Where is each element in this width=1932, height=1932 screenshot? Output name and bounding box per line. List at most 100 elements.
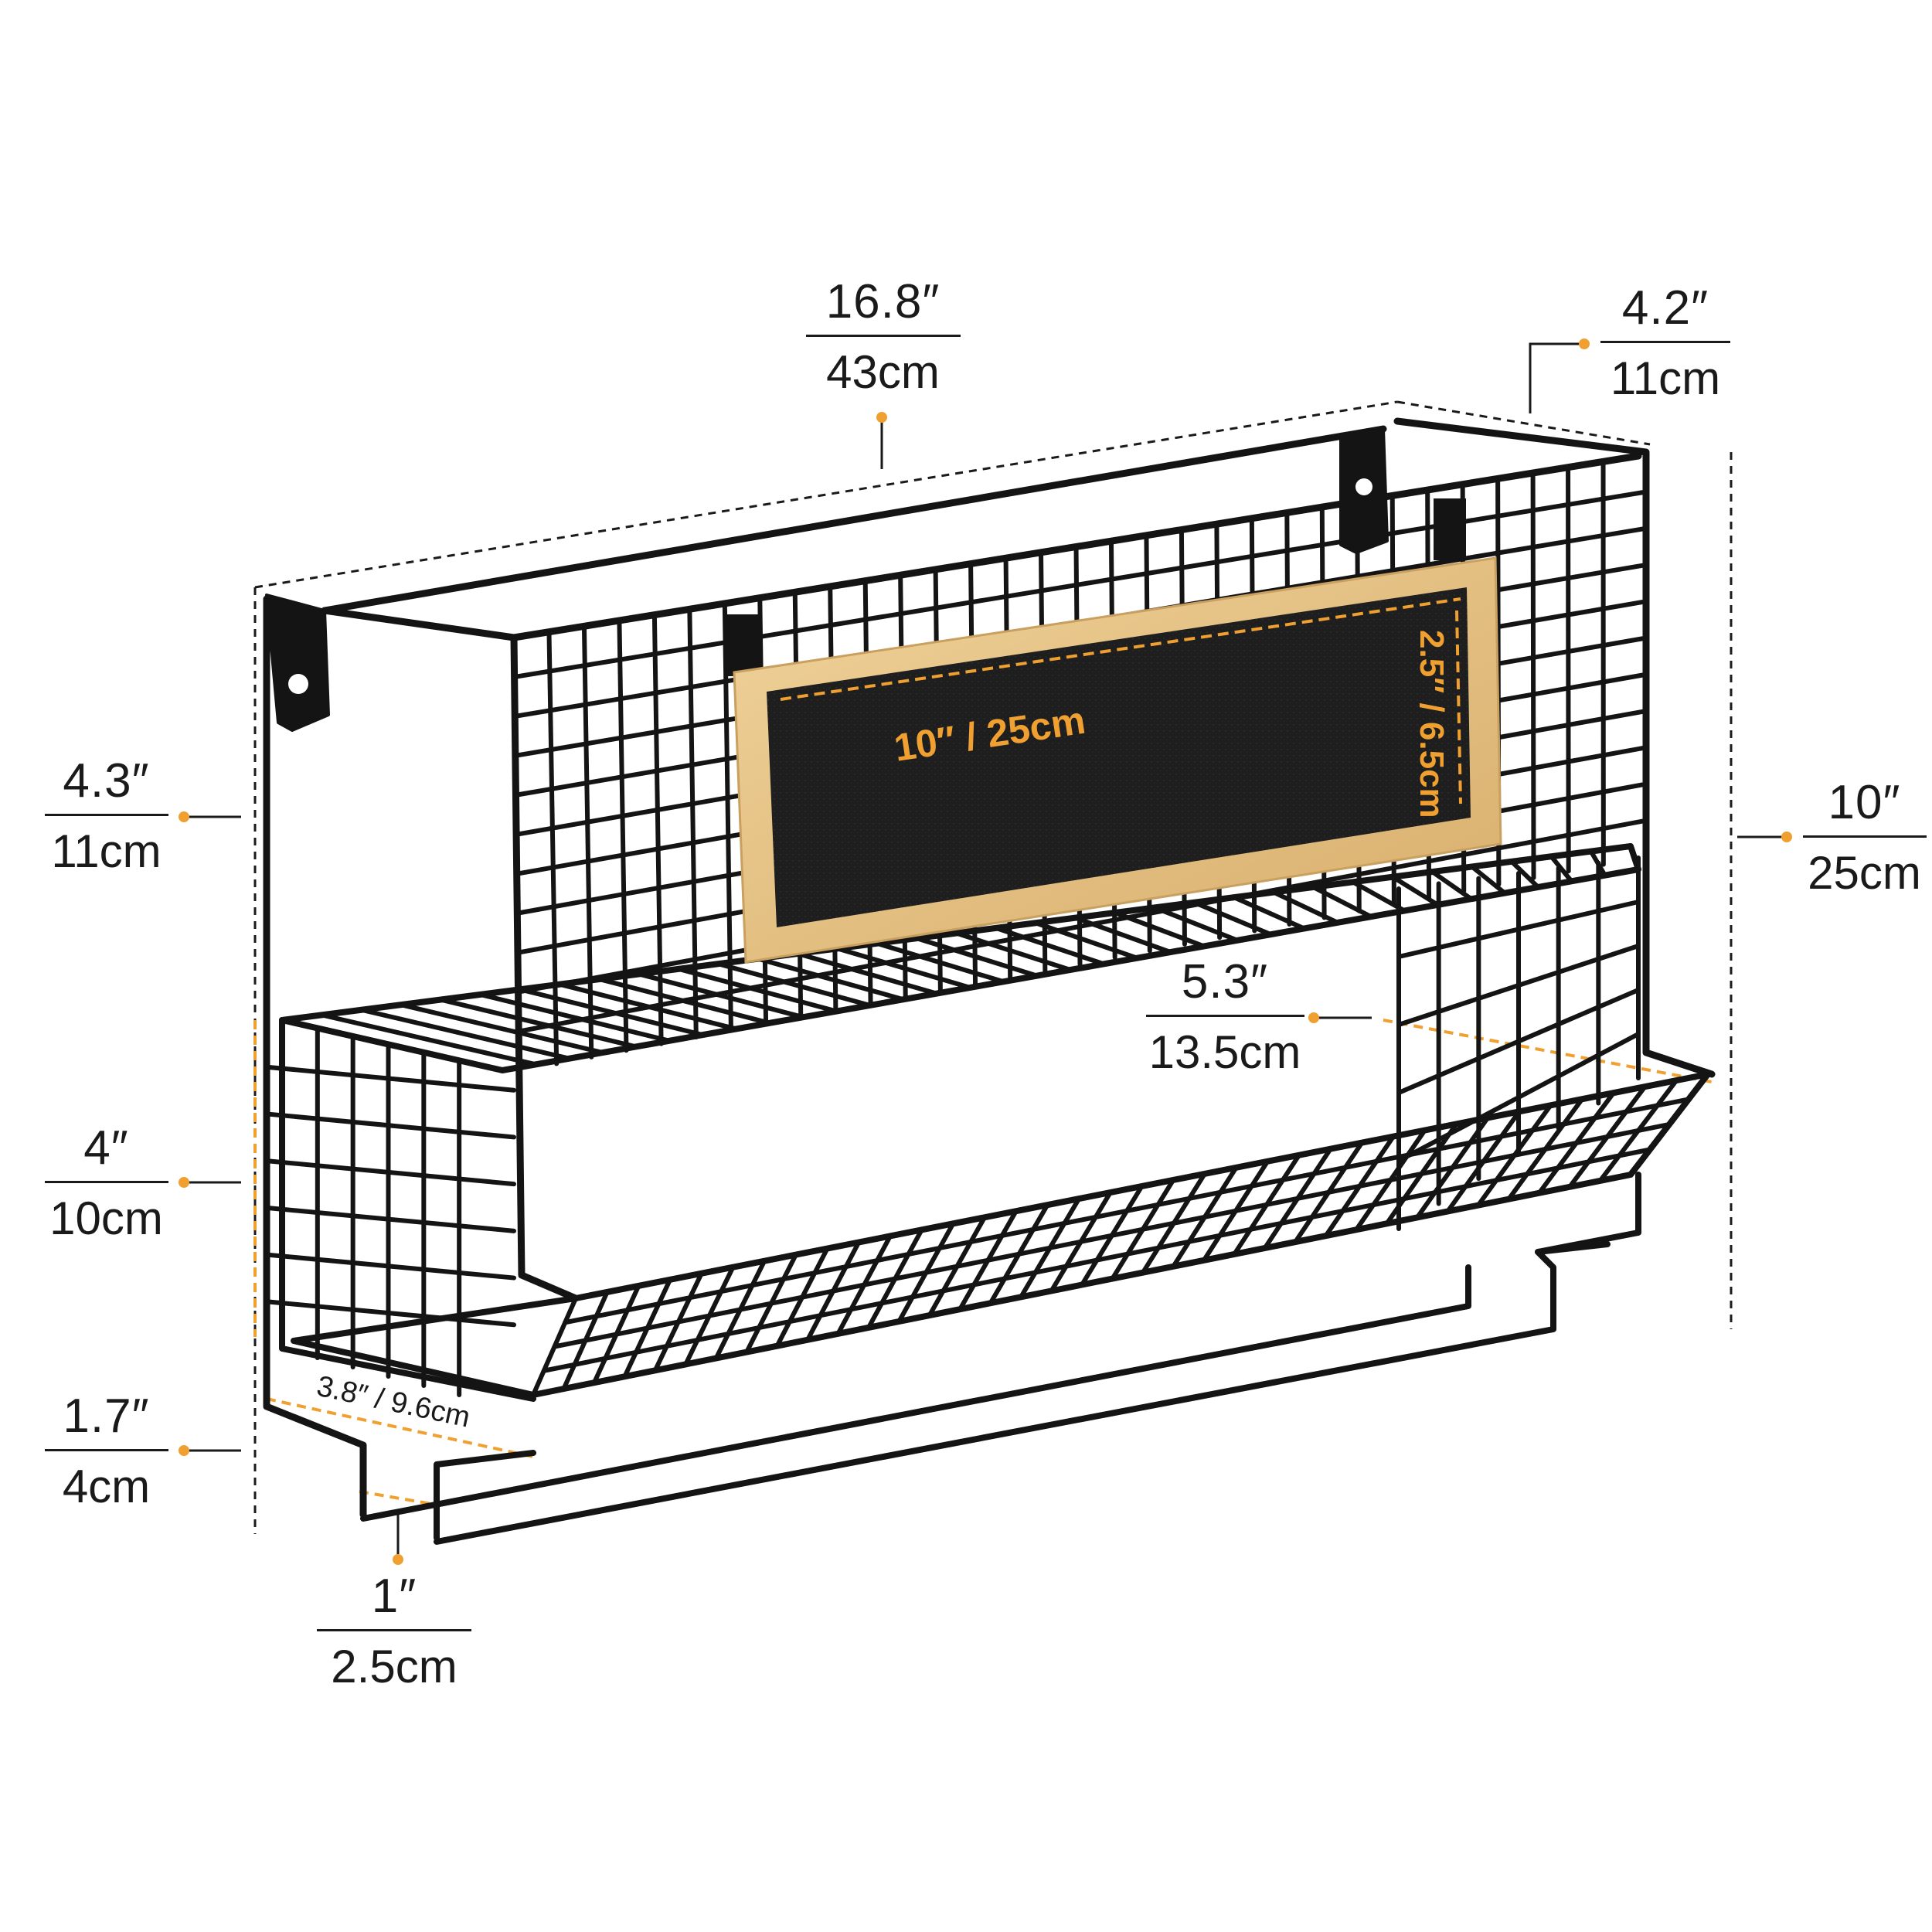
bar-gap-inch: 1″ bbox=[371, 1570, 417, 1623]
lower-shelf-cross-wire bbox=[541, 1147, 1652, 1373]
lower-back-horizontal-wire bbox=[1396, 1032, 1641, 1163]
lower-depth-divider bbox=[1145, 1015, 1304, 1017]
total-height-divider bbox=[1802, 835, 1927, 838]
upper-height-dimension: 4.3″ 11cm bbox=[43, 753, 170, 879]
towel-bar-bracket bbox=[1535, 1241, 1611, 1255]
label-clip-left bbox=[726, 614, 759, 676]
lower-height-inch: 4″ bbox=[83, 1121, 129, 1175]
depth-cm: 11cm bbox=[1610, 352, 1721, 404]
rack-left-rail bbox=[263, 595, 367, 1519]
upper-shelf-slat bbox=[1469, 864, 1508, 896]
lower-height-dot bbox=[179, 1177, 189, 1188]
bar-gap-divider bbox=[317, 1629, 471, 1631]
depth-guide-line bbox=[1396, 400, 1651, 446]
bar-gap-dot bbox=[393, 1554, 403, 1565]
lower-back-horizontal-wire bbox=[1396, 988, 1641, 1095]
upper-shelf-slat bbox=[795, 951, 940, 996]
upper-shelf-slat bbox=[755, 956, 906, 1002]
lower-depth-inch: 5.3″ bbox=[1181, 955, 1269, 1009]
lower-depth-cm: 13.5cm bbox=[1148, 1026, 1301, 1078]
towel-bar-left-arm bbox=[434, 1450, 536, 1541]
wire-rack bbox=[263, 417, 1716, 1545]
lower-side-horizontal-wire bbox=[264, 1252, 516, 1281]
upper-height-dot bbox=[179, 811, 189, 822]
lower-back-horizontal-wire bbox=[1396, 944, 1641, 1027]
accent-dots bbox=[179, 338, 1792, 1565]
upper-height-inch: 4.3″ bbox=[63, 754, 150, 808]
rack-right-rail bbox=[1393, 417, 1716, 1078]
total-height-inch: 10″ bbox=[1828, 776, 1901, 829]
upper-shelf-slat bbox=[676, 966, 839, 1014]
rack-upper-side-front bbox=[321, 607, 580, 1302]
bar-drop-cm: 4cm bbox=[62, 1461, 151, 1512]
lower-basket-left-frame bbox=[279, 1017, 536, 1402]
lower-shelf-slats bbox=[531, 1072, 1710, 1397]
width-divider bbox=[805, 335, 961, 337]
upper-shelf-slat bbox=[1112, 910, 1206, 949]
upper-shelf-slats bbox=[280, 844, 1641, 1073]
upper-shelf-slat bbox=[835, 946, 973, 990]
lower-shelf-cross-wire bbox=[563, 1097, 1691, 1325]
upper-shelf-slat bbox=[914, 936, 1039, 978]
upper-shelf-slat bbox=[280, 1018, 505, 1073]
towel-bar-back bbox=[360, 1264, 1471, 1522]
right-mounting-hole bbox=[1355, 478, 1372, 495]
bar-gap-cm: 2.5cm bbox=[331, 1641, 457, 1692]
lower-side-horizontal-wire bbox=[264, 1064, 516, 1093]
depth-dimension: 4.2″ 11cm bbox=[1600, 281, 1731, 406]
upper-shelf-slat bbox=[1192, 900, 1274, 937]
upper-shelf-slat bbox=[874, 940, 1006, 985]
upper-grid-vertical-wire bbox=[546, 629, 560, 1066]
total-height-dot bbox=[1781, 832, 1792, 842]
bar-gap-dimension: 1″ 2.5cm bbox=[317, 1569, 471, 1695]
upper-shelf-slat bbox=[716, 961, 872, 1008]
lower-back-horizontal-wire bbox=[1396, 900, 1641, 959]
chalkboard-label: 10″ / 25cm 2.5″ / 6.5cm bbox=[733, 556, 1502, 964]
upper-shelf-slat bbox=[1073, 915, 1173, 955]
upper-shelf-slat bbox=[517, 987, 706, 1038]
dimension-guides bbox=[253, 400, 1733, 1534]
upper-shelf-slat bbox=[1271, 889, 1340, 925]
width-guide-line bbox=[254, 400, 1398, 589]
upper-shelf-slat bbox=[557, 981, 739, 1032]
bar-drop-dimension: 1.7″ 4cm bbox=[43, 1389, 170, 1515]
upper-shelf-slat bbox=[438, 997, 638, 1049]
leader-lines bbox=[184, 342, 1787, 1560]
upper-grid-vertical-wire bbox=[581, 624, 594, 1060]
width-inch: 16.8″ bbox=[825, 275, 940, 328]
total-height-dimension: 10″ 25cm bbox=[1801, 775, 1928, 901]
bar-drop-dot bbox=[179, 1445, 189, 1456]
lower-height-cm: 10cm bbox=[49, 1192, 163, 1244]
rack-top-back-rail bbox=[321, 425, 1387, 614]
accent-measure-lines bbox=[253, 1019, 1713, 1507]
lower-back-grid bbox=[1396, 855, 1641, 1231]
upper-shelf-slat bbox=[1311, 884, 1374, 920]
upper-shelf-slat bbox=[1509, 859, 1541, 889]
chalkboard-height-text: 2.5″ / 6.5cm bbox=[1413, 630, 1451, 818]
bar-gap-accent bbox=[359, 1490, 441, 1507]
upper-grid-horizontal-wire bbox=[519, 818, 1645, 1034]
lower-side-horizontal-wire bbox=[264, 1299, 516, 1328]
depth-leader bbox=[1529, 342, 1584, 413]
upper-shelf-slat bbox=[1152, 905, 1240, 943]
upper-shelf-slat bbox=[597, 977, 772, 1026]
upper-shelf-slat bbox=[1549, 854, 1574, 884]
lower-side-horizontal-wire bbox=[264, 1111, 516, 1140]
lower-height-divider bbox=[44, 1181, 168, 1183]
chalkboard-surface bbox=[767, 587, 1471, 927]
upper-shelf-slat bbox=[1033, 920, 1140, 961]
upper-grid-vertical-wire bbox=[1566, 464, 1571, 874]
upper-shelf-slat bbox=[1350, 879, 1407, 913]
upper-shelf-slat bbox=[398, 1002, 605, 1056]
upper-shelf-slat bbox=[1430, 869, 1474, 902]
upper-height-divider bbox=[44, 814, 168, 816]
upper-grid-vertical-wire bbox=[1530, 471, 1536, 880]
chalkboard-height-line bbox=[1455, 610, 1462, 804]
lower-depth-accent bbox=[1383, 1019, 1713, 1083]
width-cm: 43cm bbox=[826, 346, 940, 398]
lower-shelf-cross-wire bbox=[552, 1122, 1672, 1349]
upper-shelf-slat bbox=[636, 971, 806, 1020]
left-mounting-tab bbox=[265, 594, 330, 732]
lower-depth-dot bbox=[1308, 1012, 1319, 1023]
